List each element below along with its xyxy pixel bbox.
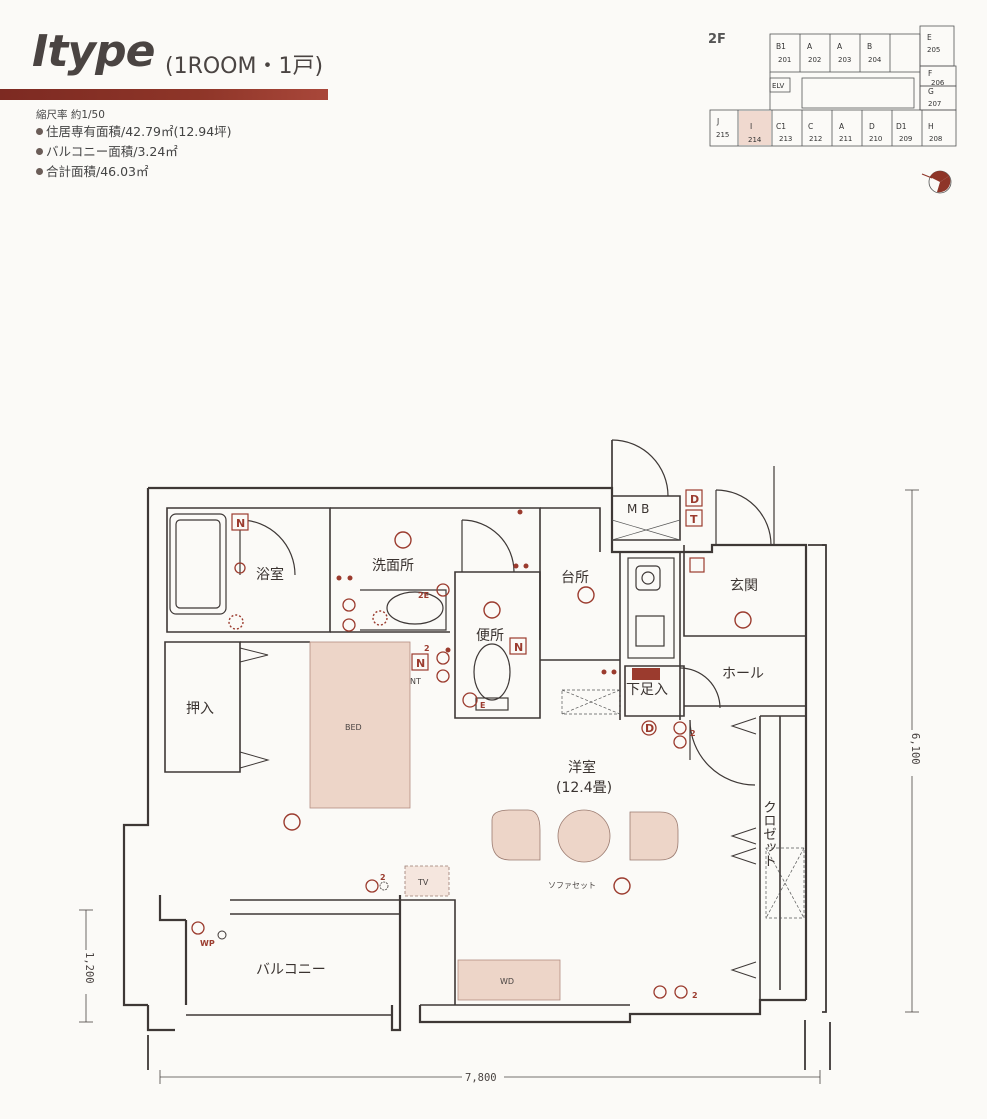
kp-type-212: C	[808, 122, 813, 131]
kp-type-207: G	[928, 87, 934, 96]
marker-d-mb: D	[690, 493, 699, 506]
room-bath-label: 浴室	[256, 566, 284, 583]
room-kitchen-label: 台所	[561, 570, 589, 586]
kp-type-209: D1	[896, 122, 907, 131]
kp-type-201: B1	[776, 42, 786, 51]
kp-type-210: D	[869, 122, 875, 131]
spec-total-area: 合計面積/46.03㎡	[36, 164, 149, 179]
kp-no-211: 211	[839, 135, 852, 143]
wd-label: WD	[500, 977, 514, 986]
kp-no-201: 201	[778, 56, 791, 64]
room-washroom-label: 洗面所	[372, 558, 414, 574]
kp-type-208: H	[928, 122, 934, 131]
type-subtitle: (1ROOM・1戸)	[165, 54, 324, 79]
kp-no-207: 207	[928, 100, 941, 108]
kp-no-214: 214	[748, 136, 762, 144]
kp-no-208: 208	[929, 135, 942, 143]
type-title: Itype	[32, 26, 155, 77]
title-underline-bar	[0, 89, 328, 100]
kp-elv: ELV	[772, 82, 785, 90]
tv-shape	[404, 865, 450, 897]
wd-shape	[457, 959, 561, 1001]
marker-e-toilet: E	[480, 701, 485, 710]
kp-no-209: 209	[899, 135, 912, 143]
kp-type-213: C1	[776, 122, 786, 131]
marker-2-room: 2	[690, 729, 696, 738]
mb-label: M B	[627, 502, 649, 516]
scale-note: 縮尺率 約1/50	[36, 109, 105, 121]
spec-private-area: 住居専有面積/42.79㎡(12.94坪)	[36, 124, 232, 139]
keyplan-highlight-unit	[739, 111, 771, 145]
kp-no-206: 206	[931, 79, 945, 87]
tv-label: TV	[417, 878, 429, 887]
compass-icon	[921, 170, 952, 194]
kp-no-202: 202	[808, 56, 821, 64]
bullet-icon	[36, 128, 43, 135]
room-entrance-label: 玄関	[730, 577, 758, 594]
marker-2-tv: 2	[380, 873, 386, 882]
marker-2-bottom: 2	[692, 991, 698, 1000]
key-plan: B1 201 A 202 A 203 B 204 E 205 F 206 G 2…	[709, 25, 957, 194]
kp-type-214: I	[750, 122, 752, 131]
room-oshiire-label: 押入	[186, 701, 214, 717]
kp-type-205: E	[927, 33, 932, 42]
kp-type-215: J	[716, 117, 719, 126]
shoe-box-label: 下足入	[626, 682, 668, 698]
marker-n-wash: N	[416, 657, 425, 670]
marker-2-wash: 2	[424, 644, 430, 653]
bullet-icon	[36, 168, 43, 175]
dimension-balcony: 1,200	[83, 952, 95, 984]
room-balcony-label: バルコニー	[256, 962, 326, 978]
room-western-size: (12.4畳)	[556, 780, 612, 796]
marker-n-bath: N	[236, 517, 245, 530]
bed-label: BED	[345, 723, 362, 732]
dimension-depth: 6,100	[909, 733, 921, 765]
spec-balcony-area: バルコニー面積/3.24㎡	[36, 144, 178, 159]
room-western-label: 洋室	[568, 759, 596, 776]
dimension-width: 7,800	[465, 1072, 497, 1084]
bullet-icon	[36, 148, 43, 155]
kp-no-210: 210	[869, 135, 882, 143]
kp-no-213: 213	[779, 135, 792, 143]
spec-private-area-text: 住居専有面積/42.79㎡(12.94坪)	[46, 124, 232, 139]
marker-nt: NT	[410, 677, 421, 686]
marker-t-mb: T	[690, 513, 698, 526]
kp-no-212: 212	[809, 135, 822, 143]
room-toilet-label: 便所	[476, 628, 504, 644]
kp-type-211: A	[839, 122, 845, 131]
spec-total-area-text: 合計面積/46.03㎡	[46, 164, 149, 179]
marker-d-room: D	[645, 722, 654, 735]
kp-type-203: A	[837, 42, 843, 51]
marker-n-toilet: N	[514, 641, 523, 654]
bed-shape	[309, 641, 411, 809]
spec-balcony-area-text: バルコニー面積/3.24㎡	[46, 144, 178, 159]
marker-2e: 2E	[418, 591, 429, 600]
sofa-set-shapes	[491, 809, 679, 863]
sofa-label: ソファセット	[548, 881, 596, 890]
kp-no-215: 215	[716, 131, 729, 139]
kp-type-206: F	[928, 69, 932, 78]
kp-type-204: B	[867, 42, 872, 51]
keyplan-floor-label: 2F	[708, 32, 726, 47]
room-hall-label: ホール	[722, 666, 764, 682]
marker-wp: WP	[200, 939, 215, 948]
kp-no-204: 204	[868, 56, 882, 64]
room-closet-label: クロゼット	[760, 800, 777, 868]
kp-no-203: 203	[838, 56, 851, 64]
kp-type-202: A	[807, 42, 813, 51]
kp-no-205: 205	[927, 46, 940, 54]
